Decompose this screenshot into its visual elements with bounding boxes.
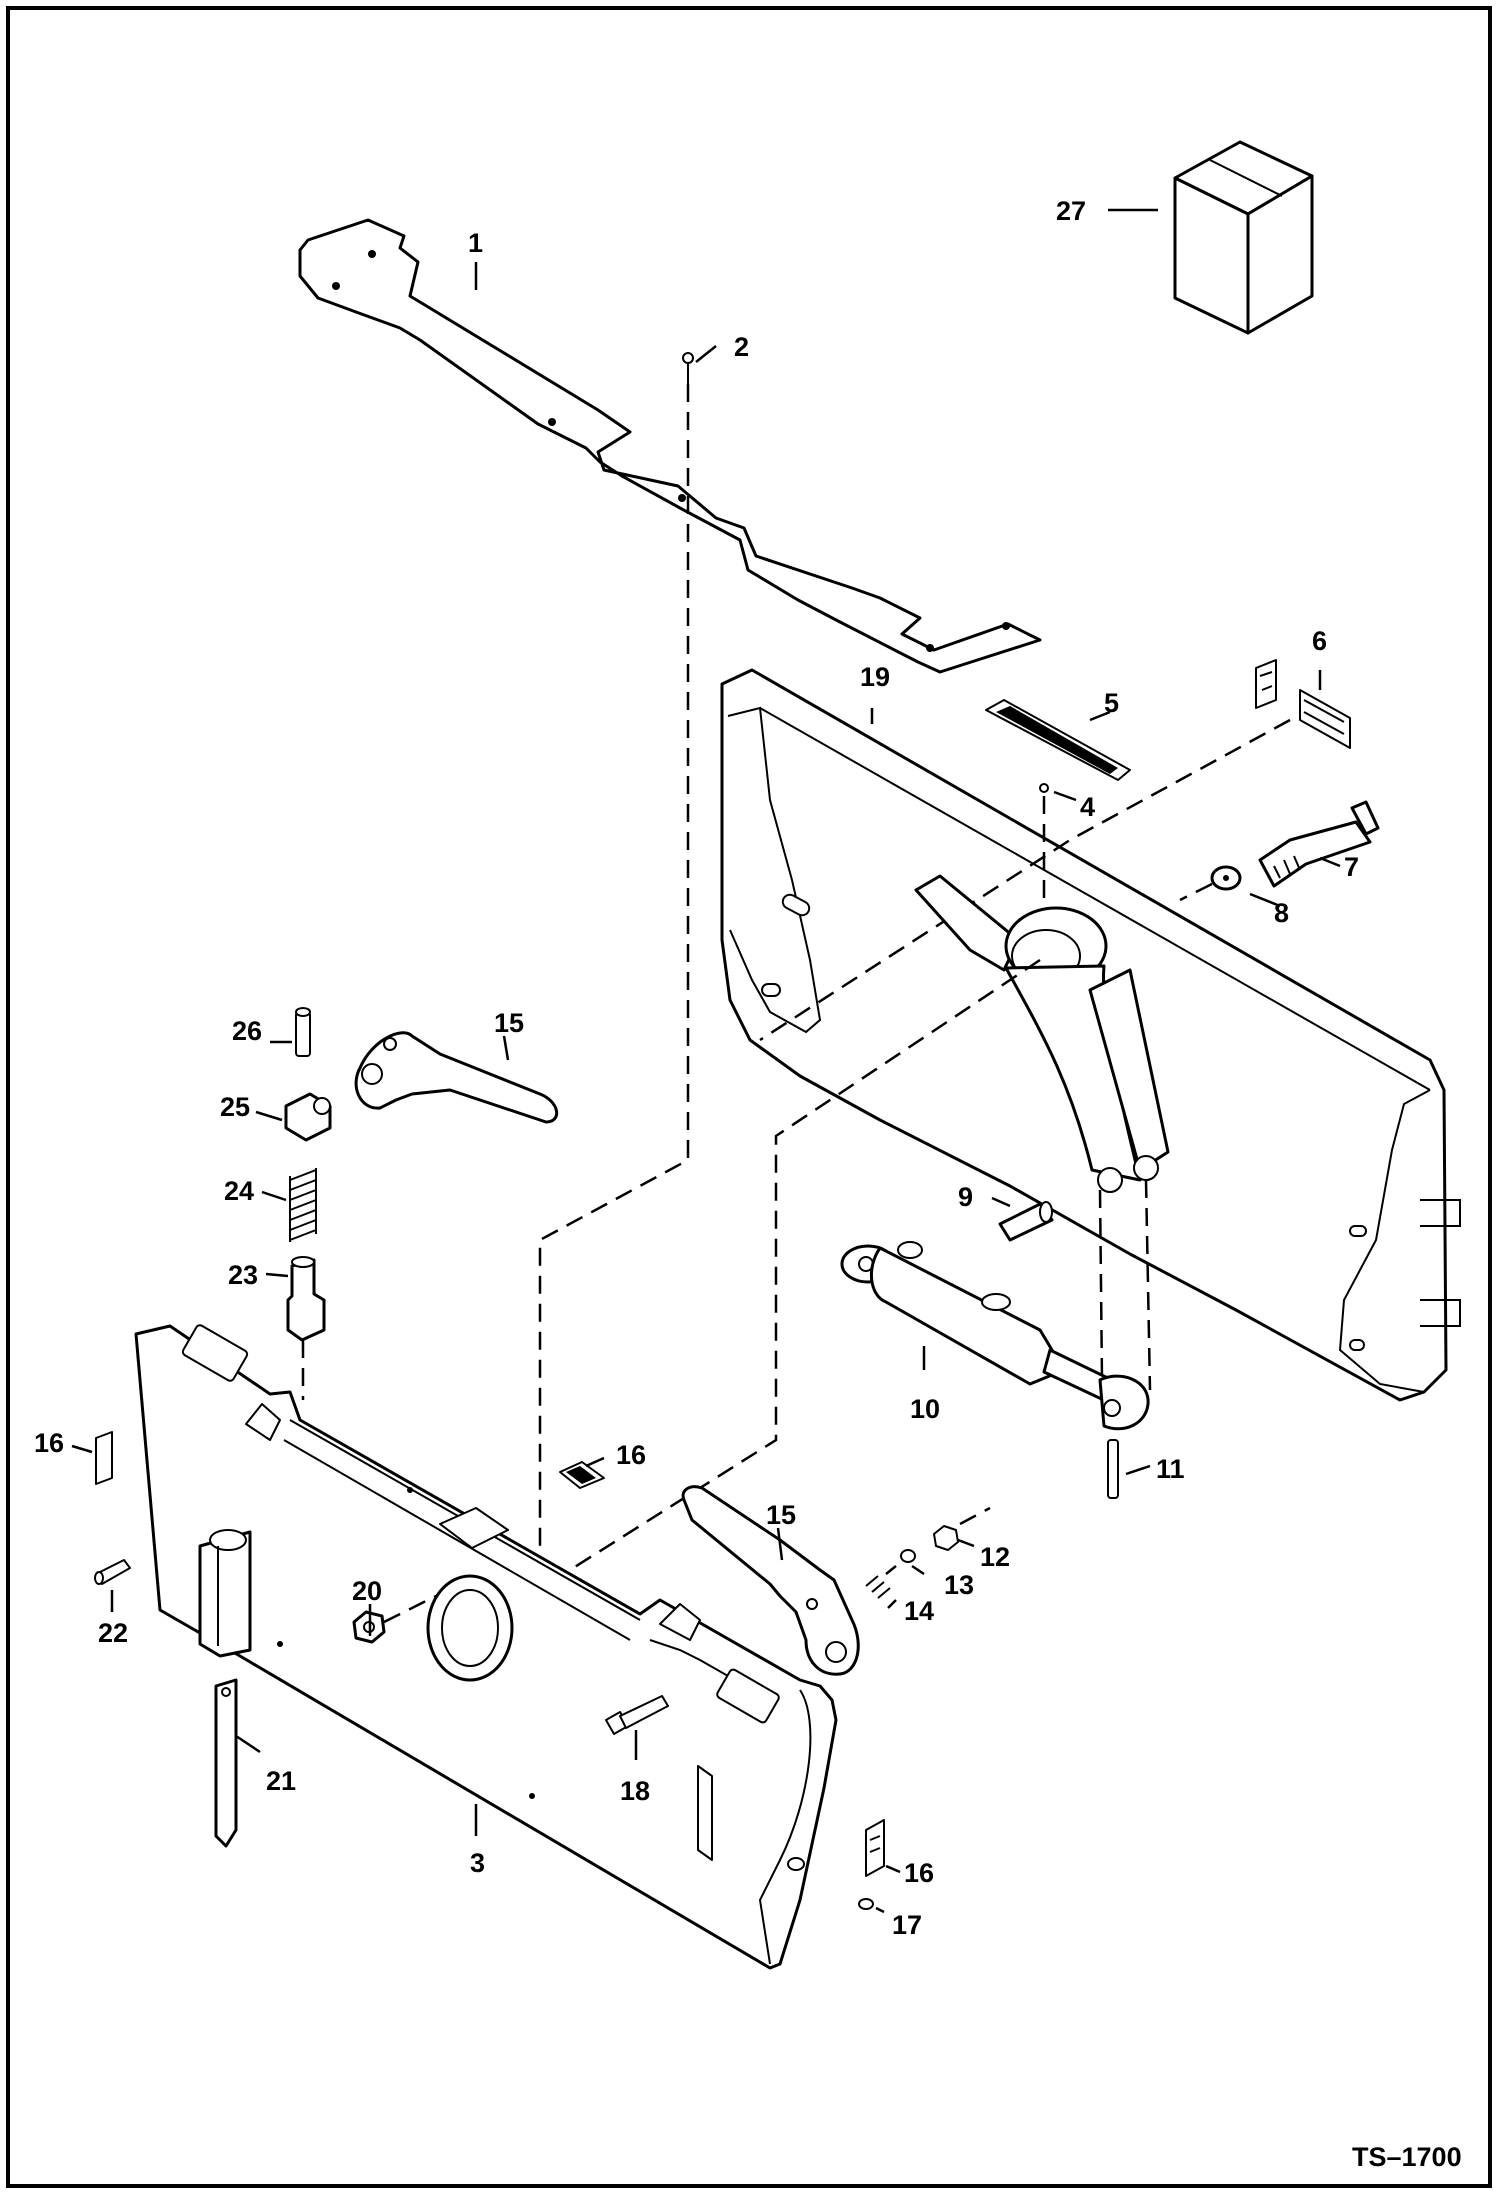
part-2-bolt	[682, 352, 694, 384]
callout-23: 23	[228, 1260, 258, 1290]
callout-20: 20	[352, 1576, 382, 1606]
callout-10: 10	[910, 1394, 940, 1424]
part-26-bolt	[295, 1007, 311, 1057]
callout-22: 22	[98, 1618, 128, 1648]
part-5-decal	[985, 699, 1131, 781]
part-25-bracket	[284, 1092, 332, 1142]
callout-18: 18	[620, 1776, 650, 1806]
part-15-handle-upper	[354, 1031, 558, 1124]
part-23-plunger	[286, 1256, 326, 1342]
callout-7: 7	[1344, 852, 1359, 882]
part-19-lift-arm-mount	[914, 874, 1170, 1193]
callout-13: 13	[944, 1570, 974, 1600]
callout-25: 25	[220, 1092, 250, 1122]
part-14-spring	[865, 1575, 891, 1599]
callout-9: 9	[958, 1182, 973, 1212]
assembly-line-20	[383, 1594, 437, 1624]
part-24-spring	[289, 1168, 317, 1242]
part-13-washer	[900, 1549, 916, 1563]
part-7-bolt	[1258, 800, 1380, 888]
part-16-decal-right	[865, 1819, 885, 1877]
callout-4: 4	[1080, 792, 1095, 822]
callout-12: 12	[980, 1542, 1010, 1572]
callout-21: 21	[266, 1766, 296, 1796]
callout-17: 17	[892, 1910, 922, 1940]
callout-5: 5	[1104, 688, 1119, 718]
part-22-roll-pin	[94, 1559, 131, 1585]
callout-labels: 1 2 3 4 5 6 7 8 9 10 11 12 13 14 15 15 1…	[34, 196, 1359, 1940]
assembly-line-2-3	[538, 384, 690, 1600]
callout-14: 14	[904, 1596, 934, 1626]
assembly-line-7-8	[1179, 882, 1213, 902]
callout-19: 19	[860, 662, 890, 692]
callout-16-right: 16	[904, 1858, 934, 1888]
callout-15-upper: 15	[494, 1008, 524, 1038]
assembly-line-19-3	[569, 958, 1041, 1572]
part-16-decal-center	[559, 1461, 605, 1489]
part-17-nut	[858, 1898, 874, 1910]
callout-11: 11	[1156, 1454, 1185, 1484]
callout-8: 8	[1274, 898, 1289, 928]
part-9-pin	[998, 1201, 1054, 1242]
assembly-line-12-14	[885, 1506, 991, 1575]
part-1-top-plate	[298, 218, 1042, 674]
part-21-latch-pin	[214, 1678, 238, 1848]
part-3-attachment-plate	[134, 1324, 838, 1970]
assembly-line-9-10	[1098, 1189, 1104, 1381]
part-6-decal	[1255, 659, 1351, 749]
callout-27: 27	[1056, 196, 1086, 226]
callout-6: 6	[1312, 626, 1327, 656]
part-12-nut	[933, 1525, 959, 1551]
callout-15-lower: 15	[766, 1500, 796, 1530]
part-11-pin	[1107, 1439, 1119, 1499]
part-16-decal-left	[95, 1431, 113, 1485]
part-27-box	[1173, 140, 1314, 335]
part-10-cylinder	[840, 1241, 1150, 1431]
callout-24: 24	[224, 1176, 254, 1206]
callout-26: 26	[232, 1016, 262, 1046]
drawing-frame	[6, 6, 1492, 2188]
part-15-handle-lower	[681, 1485, 860, 1676]
part-4-ball	[1039, 783, 1049, 793]
callout-2: 2	[734, 332, 749, 362]
callout-1: 1	[468, 228, 483, 258]
callout-3: 3	[470, 1848, 485, 1878]
callout-16-center: 16	[616, 1440, 646, 1470]
callout-16-left: 16	[34, 1428, 64, 1458]
assembly-line-arm-10	[1144, 1179, 1152, 1391]
part-18-bolt	[605, 1695, 669, 1735]
leader-lines	[71, 208, 1341, 1914]
drawing-reference: TS–1700	[1352, 2142, 1462, 2172]
